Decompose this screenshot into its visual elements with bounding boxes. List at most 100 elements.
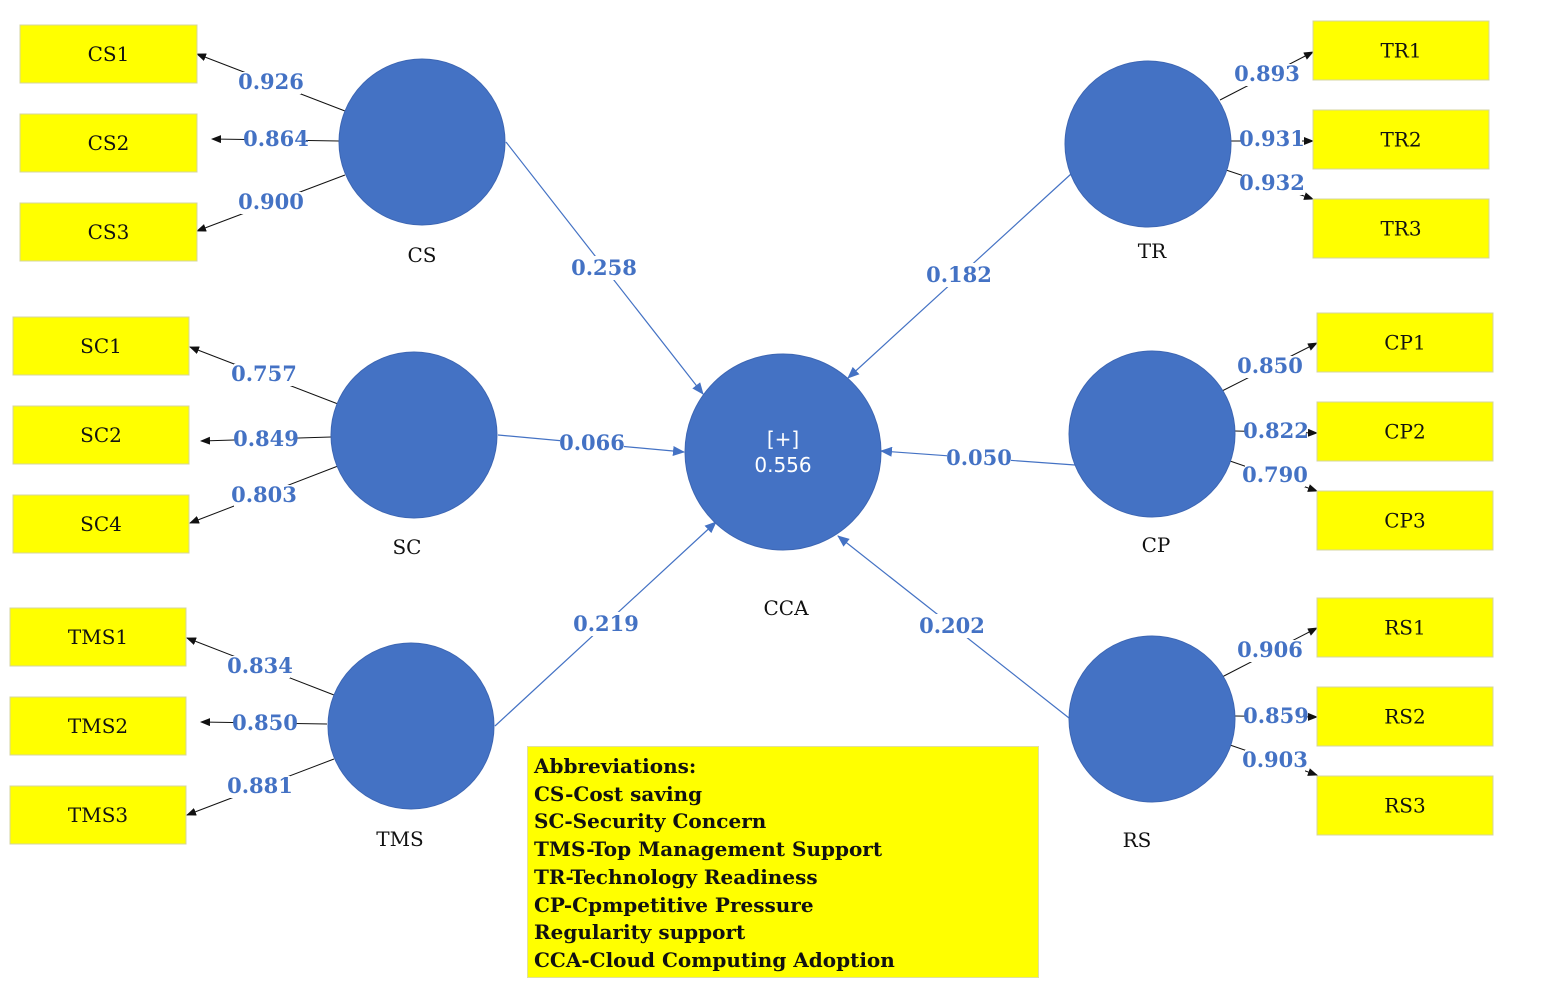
indicator-label: CP3 (1384, 509, 1425, 533)
indicator-box-cs1 (19, 24, 198, 84)
abbreviation-item: SC-Security Concern (534, 809, 767, 834)
loading-label-bg (1245, 465, 1305, 487)
loading-value: 0.932 (1239, 170, 1305, 195)
indicator-box-cp2 (1316, 401, 1494, 462)
indicator-label: CS1 (88, 42, 130, 66)
abbreviations-title: Abbreviations: (534, 754, 697, 778)
indicator-label: RS1 (1384, 616, 1425, 640)
indicator-box-rs3 (1316, 775, 1494, 836)
indicator-box-cs3 (19, 202, 198, 262)
loading-value: 0.926 (238, 69, 304, 94)
indicator-label: RS3 (1384, 794, 1425, 818)
indicator-box-tms3 (9, 785, 187, 845)
construct-label-tms: TMS (376, 827, 424, 851)
loading-value: 0.859 (1243, 703, 1309, 728)
loading-value: 0.900 (238, 189, 304, 214)
indicator-label: CS2 (88, 131, 130, 155)
loading-label-bg (1245, 750, 1305, 772)
path-coefficient-cp: 0.050 (946, 445, 1012, 470)
construct-node-tms (327, 642, 495, 810)
path-coefficient-bg (560, 431, 624, 455)
loading-value: 0.906 (1237, 637, 1303, 662)
abbreviation-item: TMS-Top Management Support (534, 837, 883, 862)
path-coefficient-rs: 0.202 (919, 613, 985, 638)
indicator-box-tr2 (1312, 109, 1490, 170)
path-coefficient-tms: 0.219 (573, 611, 639, 636)
indicator-box-tr1 (1312, 20, 1490, 81)
indicator-box-cp3 (1316, 490, 1494, 551)
construct-label-cp: CP (1142, 533, 1171, 557)
indicator-label: TR1 (1380, 39, 1421, 63)
indicator-label: SC4 (80, 512, 122, 536)
loading-label-bg (1240, 356, 1300, 378)
loading-label-bg (230, 776, 290, 798)
construct-label-cs: CS (407, 243, 436, 267)
loading-value: 0.881 (227, 773, 293, 798)
loading-label-bg (230, 656, 290, 678)
indicator-box-tr3 (1312, 198, 1490, 259)
indicator-box-rs1 (1316, 597, 1494, 658)
loading-label-bg (241, 192, 301, 214)
loading-value: 0.834 (227, 653, 293, 678)
path-coefficient-bg (920, 614, 984, 638)
indicator-label: TMS1 (68, 625, 128, 649)
loading-label-bg (241, 72, 301, 94)
loading-label-bg (1240, 640, 1300, 662)
abbreviations-legend: Abbreviations: CS-Cost saving SC-Securit… (527, 746, 1039, 978)
loading-value: 0.893 (1234, 61, 1300, 86)
indicator-box-rs2 (1316, 686, 1494, 747)
abbreviation-item: Regularity support (534, 920, 746, 945)
loading-label-bg (1242, 173, 1302, 195)
abbreviation-item: CS-Cost saving (534, 781, 703, 806)
loading-label-bg (234, 485, 294, 507)
indicator-box-tms1 (9, 607, 187, 667)
loading-value: 0.803 (231, 482, 297, 507)
construct-label-rs: RS (1123, 828, 1152, 852)
indicator-box-tms2 (9, 696, 187, 756)
indicator-label: TMS2 (68, 714, 128, 738)
construct-label-sc: SC (392, 535, 421, 559)
loading-value: 0.931 (1239, 126, 1305, 151)
indicator-label: CP2 (1384, 420, 1425, 444)
loading-label-bg (1237, 64, 1297, 86)
construct-node-cca (684, 353, 882, 551)
path-coefficient-bg (927, 263, 991, 287)
path-coefficient-bg (947, 446, 1011, 470)
path-coefficient-cs: 0.258 (571, 255, 637, 280)
indicator-label: CS3 (88, 220, 130, 244)
indicator-label: SC1 (80, 334, 122, 358)
loading-label-bg (1242, 129, 1302, 151)
abbreviation-item: CP-Cpmpetitive Pressure (534, 892, 814, 917)
loading-value: 0.849 (233, 426, 299, 451)
loading-value: 0.850 (232, 710, 298, 735)
loading-label-bg (235, 713, 295, 735)
cca-expand-badge: [+] (767, 427, 799, 451)
indicator-label: TR3 (1380, 217, 1421, 241)
path-coefficient-sc: 0.066 (559, 430, 625, 455)
indicator-label: SC2 (80, 423, 122, 447)
construct-node-sc (330, 351, 498, 519)
loading-label-bg (234, 364, 294, 386)
indicator-box-sc4 (12, 494, 190, 554)
loading-value: 0.850 (1237, 353, 1303, 378)
indicator-label: RS2 (1384, 705, 1425, 729)
path-coefficient-bg (572, 256, 636, 280)
abbreviation-item: TR-Technology Readiness (534, 864, 818, 889)
indicator-box-sc1 (12, 316, 190, 376)
indicator-box-cp1 (1316, 312, 1494, 373)
loading-value: 0.790 (1242, 462, 1308, 487)
construct-label-cca: CCA (763, 596, 809, 620)
construct-node-cp (1068, 350, 1236, 518)
indicator-box-cs2 (19, 113, 198, 173)
loading-label-bg (1246, 706, 1306, 728)
construct-node-tr (1064, 60, 1232, 228)
loading-value: 0.864 (243, 126, 309, 151)
loading-label-bg (236, 429, 296, 451)
loading-value: 0.903 (1242, 747, 1308, 772)
indicator-label: TMS3 (68, 803, 128, 827)
construct-node-cs (338, 58, 506, 226)
abbreviation-item: CCA-Cloud Computing Adoption (534, 947, 895, 972)
loading-label-bg (1246, 421, 1306, 443)
loading-value: 0.822 (1243, 418, 1309, 443)
